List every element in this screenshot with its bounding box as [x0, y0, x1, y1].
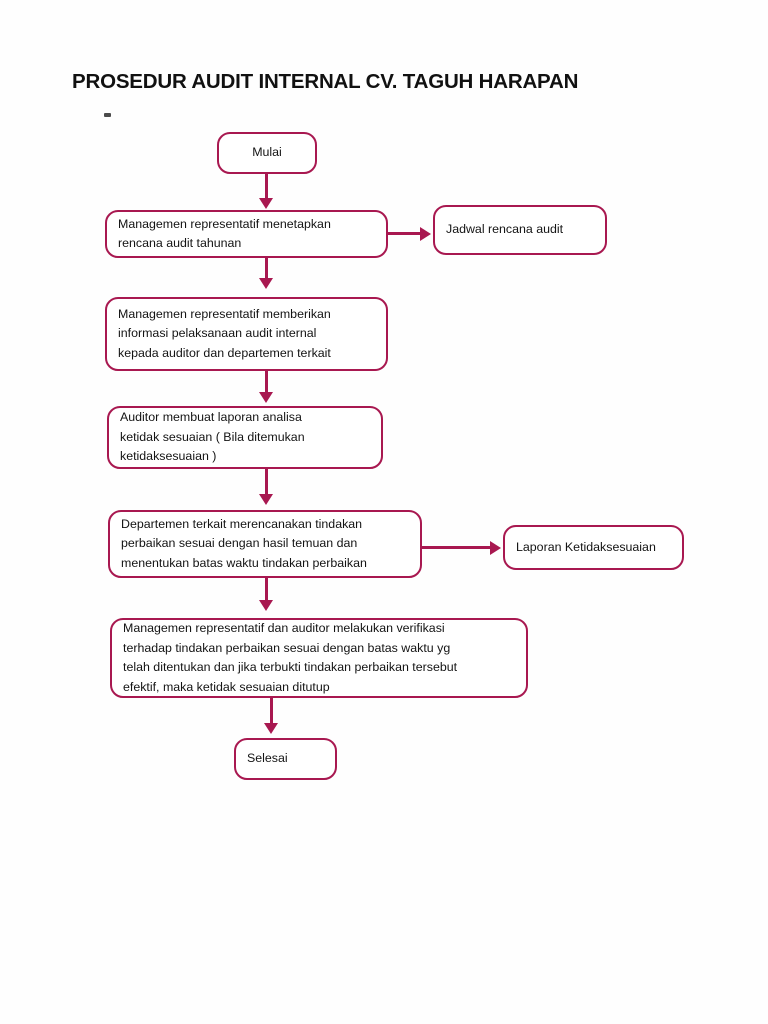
node-verification-label: Managemen representatif dan auditor mela… [123, 621, 458, 694]
edge-start-to-plan-arrowhead [259, 198, 273, 209]
node-nonconformity-report-label: Laporan Ketidaksesuaian [516, 539, 656, 554]
edge-plan-to-inform-line [265, 258, 268, 280]
node-inform-auditor-label: Managemen representatif memberikan infor… [118, 306, 331, 360]
edge-verify-to-end-line [270, 698, 273, 725]
node-end[interactable]: Selesai [234, 738, 337, 780]
edge-plan-to-schedule-arrowhead [420, 226, 431, 241]
node-plan-annual-audit-label: Managemen representatif menetapkan renca… [118, 216, 331, 251]
node-nonconformity-report[interactable]: Laporan Ketidaksesuaian [503, 525, 684, 570]
node-corrective-action-plan[interactable]: Departemen terkait merencanakan tindakan… [108, 510, 422, 578]
node-start[interactable]: Mulai [217, 132, 317, 174]
node-audit-schedule[interactable]: Jadwal rencana audit [433, 205, 607, 255]
node-plan-annual-audit[interactable]: Managemen representatif menetapkan renca… [105, 210, 388, 258]
node-end-label: Selesai [247, 751, 288, 766]
edge-verify-to-end-arrowhead [264, 723, 278, 734]
node-inform-auditor[interactable]: Managemen representatif memberikan infor… [105, 297, 388, 371]
node-start-label: Mulai [252, 145, 282, 160]
edge-plan-to-schedule-line [388, 232, 422, 235]
edge-corrective-to-ncreport-line [422, 546, 492, 549]
edge-inform-to-report-line [265, 371, 268, 394]
edge-inform-to-report-arrowhead [259, 392, 273, 403]
node-verification[interactable]: Managemen representatif dan auditor mela… [110, 618, 528, 698]
edge-corrective-to-verify-arrowhead [259, 600, 273, 611]
page-title: PROSEDUR AUDIT INTERNAL CV. TAGUH HARAPA… [72, 70, 579, 93]
node-corrective-action-plan-label: Departemen terkait merencanakan tindakan… [121, 516, 367, 570]
node-auditor-report-label: Auditor membuat laporan analisa ketidak … [120, 410, 305, 464]
edge-corrective-to-verify-line [265, 578, 268, 602]
node-auditor-report[interactable]: Auditor membuat laporan analisa ketidak … [107, 406, 383, 469]
edge-corrective-to-ncreport-arrowhead [490, 540, 501, 555]
edge-report-to-corrective-line [265, 469, 268, 496]
edge-plan-to-inform-arrowhead [259, 278, 273, 289]
scan-artifact [104, 113, 111, 117]
edge-start-to-plan-line [265, 174, 268, 200]
edge-report-to-corrective-arrowhead [259, 494, 273, 505]
node-audit-schedule-label: Jadwal rencana audit [446, 222, 564, 237]
